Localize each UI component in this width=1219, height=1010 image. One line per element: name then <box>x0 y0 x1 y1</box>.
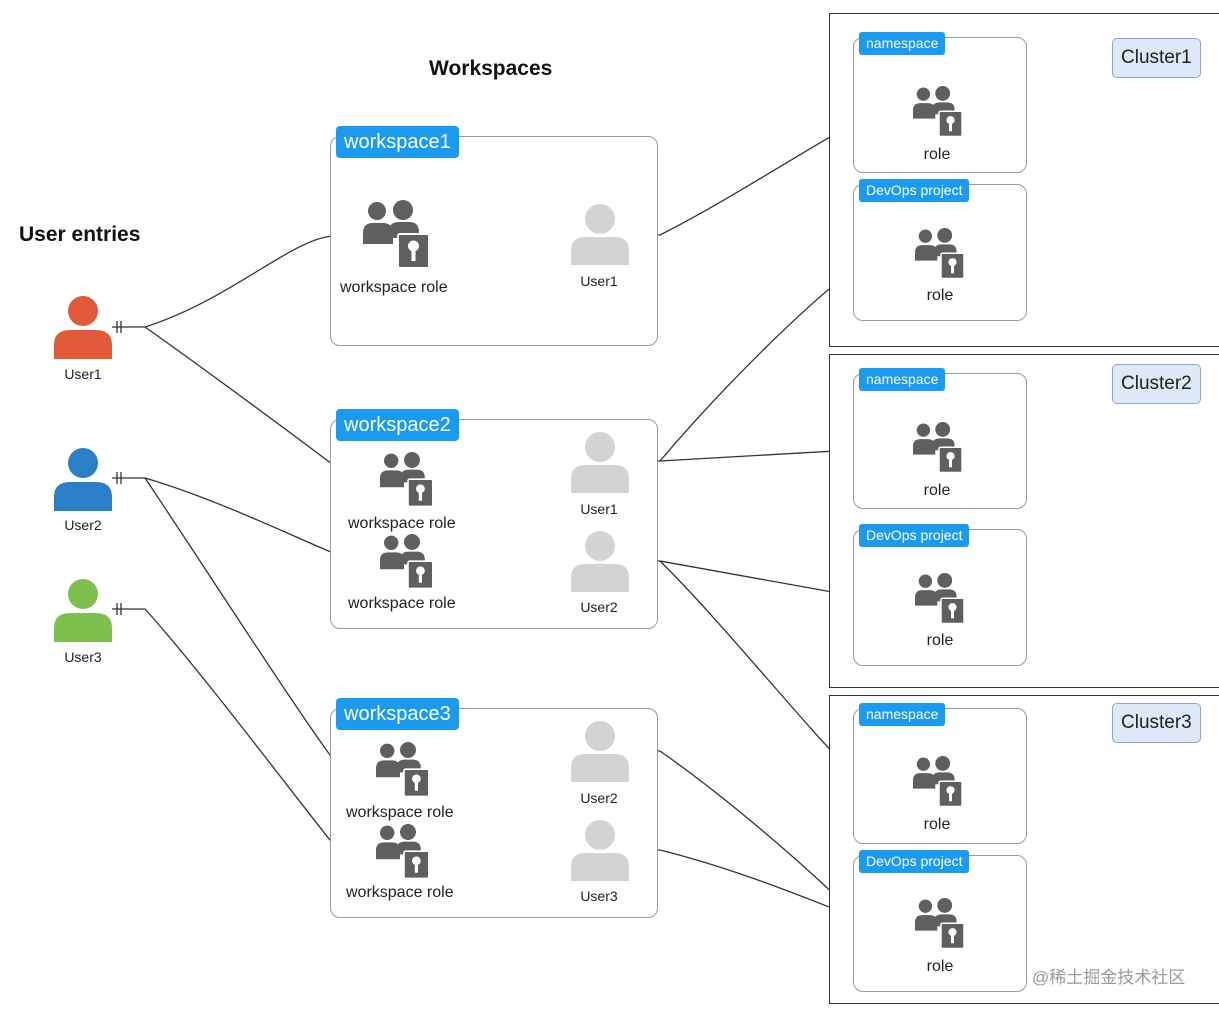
workspace3-role2-icon[interactable] <box>376 824 432 880</box>
cluster1-namespace-role-label: role <box>923 146 951 163</box>
workspace2-role2-icon[interactable] <box>380 534 436 590</box>
workspaces-heading: Workspaces <box>429 57 553 80</box>
workspace2-user1-member-label: User1 <box>580 501 618 517</box>
user1-label: User1 <box>64 366 102 382</box>
cluster2-devops-role-icon[interactable] <box>913 573 969 625</box>
workspace1-role-label: workspace role <box>340 279 448 296</box>
workspace2-user1-member-icon[interactable] <box>571 431 629 493</box>
workspace3-tag[interactable]: workspace3 <box>336 698 459 730</box>
workspace3-role1-label: workspace role <box>346 804 454 821</box>
workspace1-user1-member-label: User1 <box>580 273 618 289</box>
workspace3-role2-label: workspace role <box>346 884 454 901</box>
cluster3-namespace-role-icon[interactable] <box>911 756 967 808</box>
user3-person-icon[interactable] <box>53 576 113 642</box>
workspace1-role-icon[interactable] <box>361 200 435 270</box>
workspace1-user1-member-icon[interactable] <box>571 203 629 265</box>
cluster2-namespace-role-label: role <box>923 482 951 499</box>
workspace2-tag[interactable]: workspace2 <box>336 409 459 441</box>
cluster3-devops-role-label: role <box>926 958 954 975</box>
cluster2-devops-role-label: role <box>926 632 954 649</box>
cluster3-namespace-role-label: role <box>923 816 951 833</box>
watermark-text: @稀土掘金技术社区 <box>1032 968 1186 987</box>
workspace3-user3-member-label: User3 <box>580 888 618 904</box>
cluster2-namespace-role-icon[interactable] <box>911 422 967 474</box>
workspace3-user2-member-label: User2 <box>580 790 618 806</box>
workspace2-role1-icon[interactable] <box>380 452 436 508</box>
cluster2-devops-tag[interactable]: DevOps project <box>859 524 970 547</box>
cluster1-devops-role-icon[interactable] <box>913 228 969 280</box>
workspace1-tag[interactable]: workspace1 <box>336 126 459 158</box>
cluster1-tag[interactable]: Cluster1 <box>1112 38 1201 78</box>
workspace2-role2-label: workspace role <box>348 595 456 612</box>
cluster1-devops-tag[interactable]: DevOps project <box>859 179 970 202</box>
cluster2-namespace-tag[interactable]: namespace <box>859 368 946 391</box>
user1-person-icon[interactable] <box>53 293 113 359</box>
cluster2-tag[interactable]: Cluster2 <box>1112 364 1201 404</box>
user2-person-icon[interactable] <box>53 445 113 511</box>
workspace2-role1-label: workspace role <box>348 515 456 532</box>
link-user1-ws1-role <box>112 235 360 328</box>
workspace3-user3-member-icon[interactable] <box>571 819 629 881</box>
cluster3-namespace-tag[interactable]: namespace <box>859 703 946 726</box>
workspace2-user2-member-label: User2 <box>580 599 618 615</box>
cluster1-namespace-tag[interactable]: namespace <box>859 32 946 55</box>
cluster1-devops-role-label: role <box>926 287 954 304</box>
workspace3-user2-member-icon[interactable] <box>571 720 629 782</box>
user2-label: User2 <box>64 517 102 533</box>
user3-label: User3 <box>64 649 102 665</box>
cluster3-tag[interactable]: Cluster3 <box>1112 703 1201 743</box>
cluster3-devops-tag[interactable]: DevOps project <box>859 850 970 873</box>
workspace3-role1-icon[interactable] <box>376 742 432 798</box>
cluster1-namespace-role-icon[interactable] <box>911 86 967 138</box>
marker-user3 <box>116 603 122 615</box>
workspace2-user2-member-icon[interactable] <box>571 530 629 592</box>
cluster3-devops-role-icon[interactable] <box>913 898 969 950</box>
user-entries-heading: User entries <box>19 223 141 246</box>
marker-user2 <box>116 472 122 484</box>
marker-user1 <box>116 321 122 333</box>
